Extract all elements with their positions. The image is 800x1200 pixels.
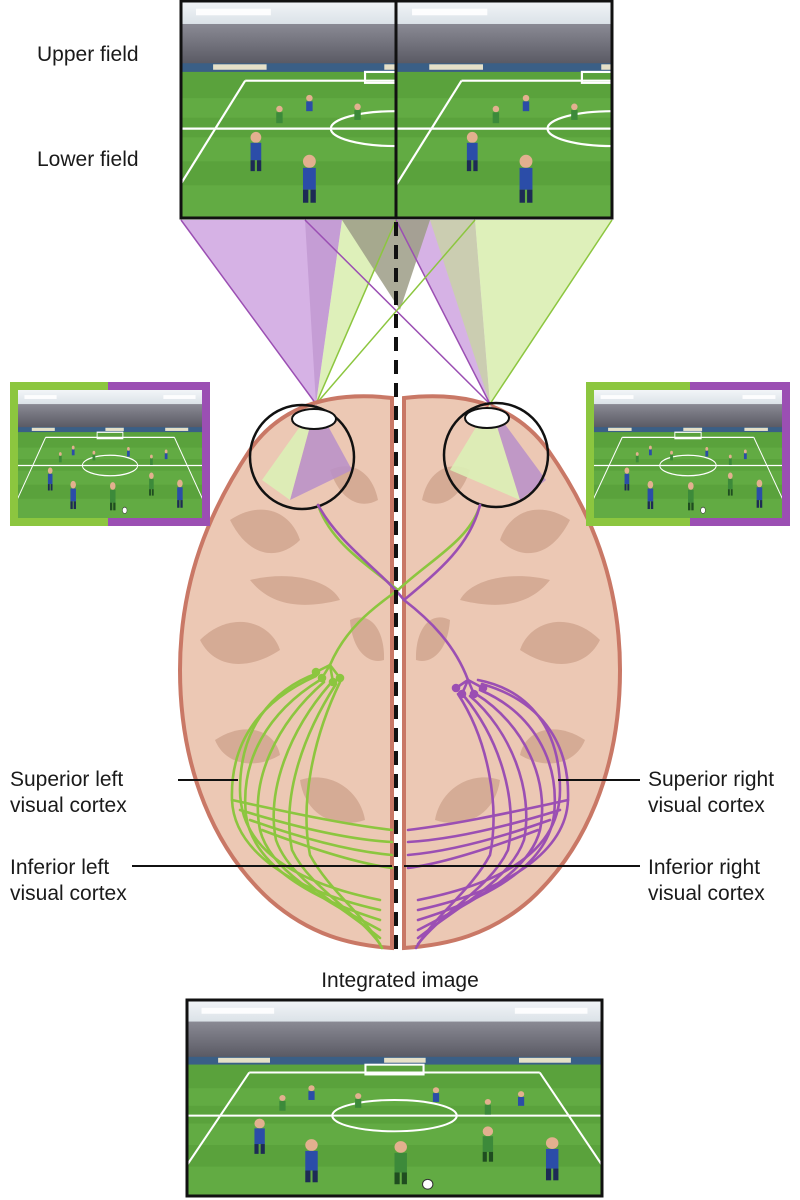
eye-icon xyxy=(248,403,356,511)
left-eye xyxy=(248,403,356,511)
left-eye-view-photo xyxy=(10,382,210,526)
eye-icon xyxy=(442,401,550,509)
integrated-image-photo xyxy=(185,998,604,1198)
integrated-image-caption: Integrated image xyxy=(321,969,479,992)
upper-field-label: Upper field xyxy=(37,43,139,66)
inferior-right-visual-cortex-label: Inferior right visual cortex xyxy=(648,856,765,905)
right-eye-view-photo xyxy=(586,382,790,526)
cone-edges xyxy=(180,219,613,405)
right-eye-projection xyxy=(396,220,612,404)
lower-field-label: Lower field xyxy=(37,148,139,171)
superior-right-visual-cortex-label: Superior right visual cortex xyxy=(648,768,775,817)
visual-field-photo xyxy=(179,0,614,220)
superior-left-visual-cortex-label: Superior left visual cortex xyxy=(10,768,127,817)
brain-sulci xyxy=(200,466,600,824)
label-leaders xyxy=(132,779,640,867)
right-eye xyxy=(442,401,550,509)
inferior-left-visual-cortex-label: Inferior left visual cortex xyxy=(10,856,127,905)
